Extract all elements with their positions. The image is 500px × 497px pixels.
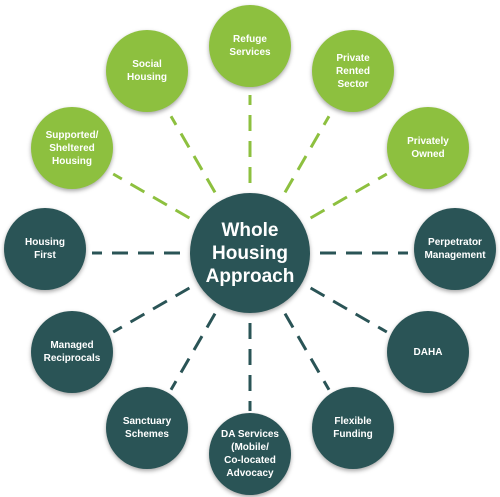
connector-line-private-rented-sector — [283, 115, 331, 194]
connector-line-flexible-funding — [283, 312, 331, 391]
node-da-services: DA Services (Mobile/ Co-located Advocacy — [209, 413, 291, 495]
node-label: Flexible Funding — [333, 416, 373, 440]
node-flexible-funding: Flexible Funding — [312, 387, 394, 469]
node-daha: DAHA — [387, 311, 469, 393]
node-label: Supported/ Sheltered Housing — [45, 129, 99, 167]
node-label: Perpetrator Management — [424, 237, 486, 261]
connector-line-managed-reciprocals — [112, 286, 191, 334]
node-label: Sanctuary Schemes — [122, 416, 172, 440]
node-managed-reciprocals: Managed Reciprocals — [31, 311, 113, 393]
node-sanctuary-schemes: Sanctuary Schemes — [106, 387, 188, 469]
node-label: Housing First — [25, 237, 65, 261]
node-label: Refuge Services — [229, 34, 271, 58]
node-label: Privately Owned — [407, 136, 449, 160]
node-label: Managed Reciprocals — [43, 340, 101, 364]
connector-line-privately-owned — [309, 172, 388, 220]
node-label: DAHA — [413, 346, 443, 358]
connector-line-daha — [309, 286, 388, 334]
node-label: DA Services (Mobile/ Co-located Advocacy — [221, 429, 279, 479]
node-supported-sheltered-housing: Supported/ Sheltered Housing — [31, 107, 113, 189]
center-node-whole-housing-approach: Whole Housing Approach — [190, 193, 310, 313]
node-label: Private Rented Sector — [336, 52, 370, 90]
node-private-rented-sector: Private Rented Sector — [312, 30, 394, 112]
connector-line-social-housing — [169, 115, 217, 194]
node-label: Social Housing — [127, 59, 167, 83]
node-perpetrator-management: Perpetrator Management — [414, 208, 496, 290]
center-node-label: Whole Housing Approach — [205, 219, 295, 287]
node-privately-owned: Privately Owned — [387, 107, 469, 189]
connector-line-sanctuary-schemes — [169, 312, 217, 391]
node-social-housing: Social Housing — [106, 30, 188, 112]
node-refuge-services: Refuge Services — [209, 5, 291, 87]
node-housing-first: Housing First — [4, 208, 86, 290]
connector-line-supported-sheltered-housing — [112, 172, 191, 220]
